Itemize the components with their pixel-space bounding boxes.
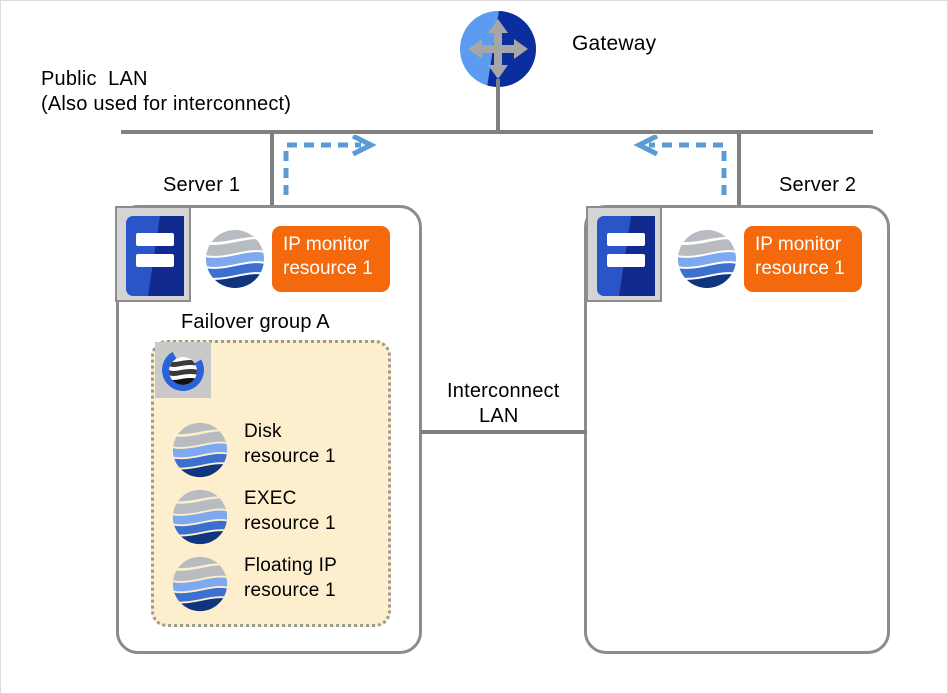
public-lan-label-line1: Public LAN xyxy=(41,68,148,90)
resource-label-line1: Floating IP xyxy=(244,555,338,576)
resource-label-line2: resource 1 xyxy=(244,580,336,601)
resource-sphere-icon xyxy=(172,556,228,612)
resource-sphere-icon xyxy=(172,489,228,545)
gateway-label: Gateway xyxy=(572,32,657,55)
resource-label-line1: EXEC xyxy=(244,488,297,509)
public-lan-label-line2: (Also used for interconnect) xyxy=(41,93,292,115)
dashed-arrow-left-icon xyxy=(633,135,727,195)
resource-label-line2: resource 1 xyxy=(244,513,336,534)
server2-lan-drop-line xyxy=(737,130,741,208)
resource-sphere-icon xyxy=(206,230,264,288)
gateway-router-icon xyxy=(460,11,536,87)
resource-label-line1: Disk xyxy=(244,421,282,442)
server1-ip-monitor-badge[interactable]: IP monitor resource 1 xyxy=(272,226,390,292)
server2-ip-monitor-badge[interactable]: IP monitor resource 1 xyxy=(744,226,862,292)
gateway-drop-line xyxy=(496,79,500,133)
server2-machine-icon-frame xyxy=(586,206,662,302)
resource-sphere-icon xyxy=(678,230,736,288)
server-box-icon xyxy=(126,216,184,296)
failover-group-label: Failover group A xyxy=(181,311,330,333)
resource-label-line2: resource 1 xyxy=(244,446,336,467)
server1-machine-icon-frame xyxy=(115,206,191,302)
server-box-icon xyxy=(597,216,655,296)
interconnect-lan-line xyxy=(420,430,587,434)
server1-label: Server 1 xyxy=(163,174,241,196)
server1-lan-drop-line xyxy=(270,130,274,208)
dashed-arrow-right-icon xyxy=(283,135,377,195)
failover-group-icon xyxy=(162,351,204,391)
interconnect-lan-label-line1: Interconnect xyxy=(447,380,560,402)
failover-group-icon-frame xyxy=(155,342,211,398)
public-lan-bus xyxy=(121,130,873,134)
resource-sphere-icon xyxy=(172,422,228,478)
interconnect-lan-label-line2: LAN xyxy=(479,405,519,427)
server2-label: Server 2 xyxy=(779,174,857,196)
